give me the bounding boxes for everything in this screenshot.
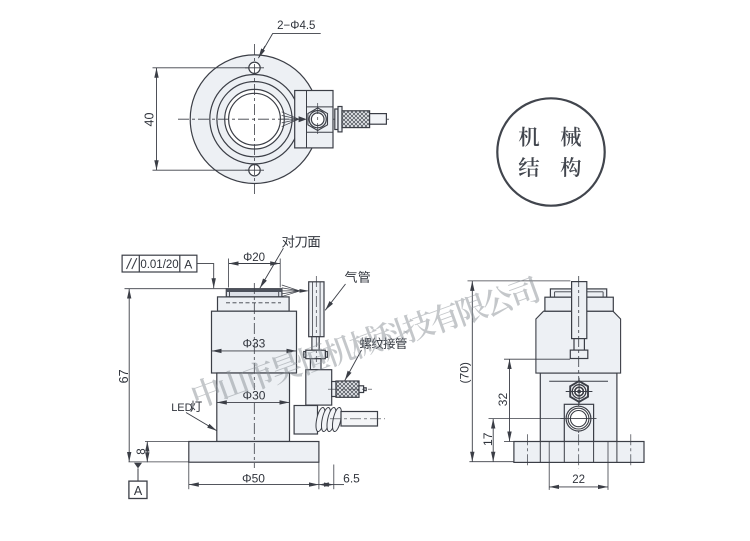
svg-text:Φ20: Φ20 (243, 252, 265, 264)
svg-text:17: 17 (481, 432, 495, 446)
svg-text:8: 8 (136, 448, 148, 454)
svg-text:40: 40 (143, 113, 157, 127)
svg-text:2−Φ4.5: 2−Φ4.5 (277, 20, 315, 32)
svg-text:Φ50: Φ50 (242, 472, 265, 486)
svg-text:A: A (134, 484, 143, 498)
svg-text:67: 67 (117, 369, 131, 383)
svg-text:(70): (70) (458, 362, 472, 383)
svg-text:A: A (184, 257, 192, 271)
svg-text:0.01/20: 0.01/20 (140, 259, 178, 271)
svg-text:LED: LED (171, 402, 192, 414)
svg-text:32: 32 (496, 393, 510, 407)
svg-text:6.5: 6.5 (343, 472, 360, 486)
svg-text:Φ33: Φ33 (242, 337, 265, 351)
svg-text:22: 22 (572, 474, 585, 486)
